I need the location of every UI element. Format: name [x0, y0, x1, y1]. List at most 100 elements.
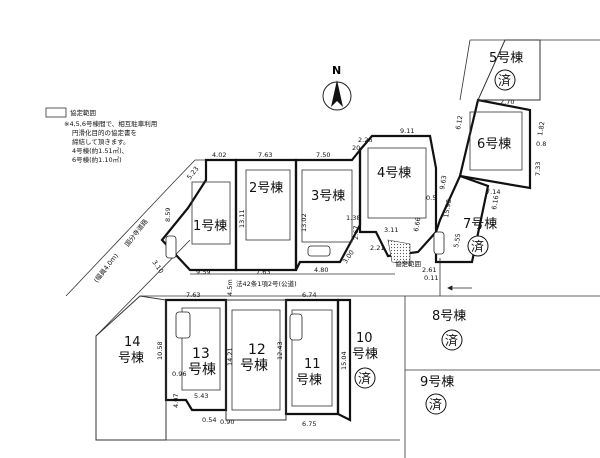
lot-5-label: 5号棟 [489, 51, 523, 66]
surrounding-lines [65, 39, 600, 458]
lot-8-sold-mark: 済 [445, 333, 458, 349]
car-icon [165, 235, 177, 259]
dim-1-82: 1.82 [536, 121, 546, 137]
dim-15-04: 15.04 [340, 351, 348, 370]
road-arrow-icon [447, 285, 472, 291]
dim-2-26: 2.26 [358, 136, 372, 144]
dim-6-75: 6.75 [302, 420, 316, 428]
lot-10-suffix: 号棟 [352, 347, 378, 362]
lot-2-house-footprint [245, 169, 291, 241]
lot-7-sold-mark: 済 [471, 239, 484, 255]
lot-10-outline [336, 298, 352, 422]
dim-9-59: 9.59 [196, 268, 210, 276]
legend-note-line-5: 6号棟(約1.10㎡) [72, 155, 122, 164]
lot-1-house-footprint [191, 181, 231, 245]
sold-badge [441, 329, 463, 351]
sold-badge [494, 69, 516, 91]
legend-note-line-3: 締結して頂きます。 [72, 137, 130, 146]
lot-13-number: 13 [192, 346, 210, 362]
dim-6-74: 6.74 [302, 291, 316, 299]
dim-3-00: 3.00 [341, 249, 356, 265]
lot-14-outline[interactable] [95, 295, 167, 441]
legend: 協定範囲 ※4,5,6号棟間で、相互駐車利用 円滑化目的の協定書を 締結して頂き… [45, 107, 157, 164]
north-compass: N [322, 64, 352, 111]
dim-5-55: 5.55 [452, 233, 462, 249]
lot-12-outline[interactable] [225, 299, 287, 421]
car-icon [175, 311, 191, 339]
dim-9-63: 9.63 [438, 175, 448, 191]
dim-20: 20 [352, 144, 360, 152]
dim-13-11: 13.11 [238, 209, 246, 228]
dim-2-21: 2.21 [370, 244, 384, 252]
compass-north-label: N [332, 64, 341, 77]
sold-badge [425, 393, 447, 415]
lot-2-label: 2号棟 [249, 181, 283, 196]
lot-6-outline[interactable] [458, 98, 532, 190]
lot-14-number: 14 [124, 335, 141, 350]
dim-0-11: 0.11 [424, 274, 438, 282]
legend-note-line-2: 円滑化目的の協定書を [72, 128, 137, 137]
dim-7-63-top2: 7.63 [258, 151, 272, 159]
lot-4-outline[interactable] [358, 134, 438, 258]
car-icon [307, 245, 331, 257]
lot-1-label: 1号棟 [193, 219, 227, 234]
dim-0-96: 0.96 [172, 370, 186, 378]
dim-7-63-bottom2: 7.63 [256, 268, 270, 276]
lot-4-house-footprint [367, 147, 427, 219]
dim-7-14: 7.14 [486, 188, 500, 196]
lot-7-label: 7号棟 [463, 217, 497, 232]
dim-2-61: 2.61 [422, 266, 436, 274]
lot-11-number: 11 [304, 357, 321, 372]
dim-4-5m: 4.5m [226, 279, 234, 296]
legend-swatch [45, 107, 67, 118]
lot-13-suffix: 号棟 [188, 362, 216, 378]
sold-badge [354, 367, 376, 389]
lot-6-label: 6号棟 [477, 137, 511, 152]
lot-10-number: 10 [356, 331, 373, 346]
legend-note-line-4: 4号棟(約1.51㎡)、 [72, 146, 128, 155]
lot-5-outline [477, 39, 541, 101]
lot-12-suffix: 号棟 [240, 358, 268, 374]
lot-14-suffix: 号棟 [118, 351, 144, 366]
dim-2-67: 2.67 [352, 226, 360, 240]
lot-7-outline[interactable] [434, 174, 490, 264]
lot-11-house-footprint [291, 309, 333, 407]
lot-11-suffix: 号棟 [296, 373, 322, 388]
lot-3-house-footprint [301, 169, 353, 243]
lot-3-label: 3号棟 [311, 189, 345, 204]
lot-4-label: 4号棟 [377, 166, 411, 181]
dim-7-33: 7.33 [534, 162, 542, 176]
lot-5-sold-mark: 済 [498, 73, 511, 89]
dim-0-8: 0.8 [536, 140, 546, 148]
dim-9-11: 9.11 [400, 127, 414, 135]
dim-6-16: 6.16 [490, 195, 500, 211]
dim-15-98: 15.98 [442, 199, 453, 219]
dim-8-59: 8.59 [164, 208, 172, 222]
diagonal-road-width: (幅員4.0m) [91, 251, 119, 284]
dim-3-11: 3.11 [384, 226, 398, 234]
lot-9-sold-mark: 済 [429, 397, 442, 413]
dim-4-80: 4.80 [314, 266, 328, 274]
lot-12-house-footprint [231, 309, 281, 411]
dim-13-02: 13.02 [300, 213, 308, 232]
dim-0-5: 0.5 [426, 194, 436, 202]
dim-2-70: 2.70 [500, 98, 514, 106]
agreement-area-hatch [387, 239, 411, 265]
sold-badge [467, 235, 489, 257]
lot-12-number: 12 [248, 342, 266, 358]
lot-3-outline[interactable] [294, 146, 362, 271]
dim-0-54: 0.54 [202, 416, 216, 424]
lot-6-house-footprint [469, 111, 523, 171]
dim-4-02: 4.02 [212, 151, 226, 159]
dim-0-90: 0.90 [220, 418, 234, 426]
dim-5-43: 5.43 [194, 392, 208, 400]
dim-1-38: 1.38 [346, 214, 360, 222]
agreement-area-label: 協定範囲 [395, 259, 421, 268]
lot-13-house-footprint [181, 307, 221, 391]
dim-3-10: 3.10 [150, 259, 165, 275]
lot-10-sold-mark: 済 [358, 371, 371, 387]
dim-7-50: 7.50 [316, 151, 330, 159]
dim-12-43: 12.43 [276, 341, 284, 360]
car-icon [433, 231, 445, 255]
